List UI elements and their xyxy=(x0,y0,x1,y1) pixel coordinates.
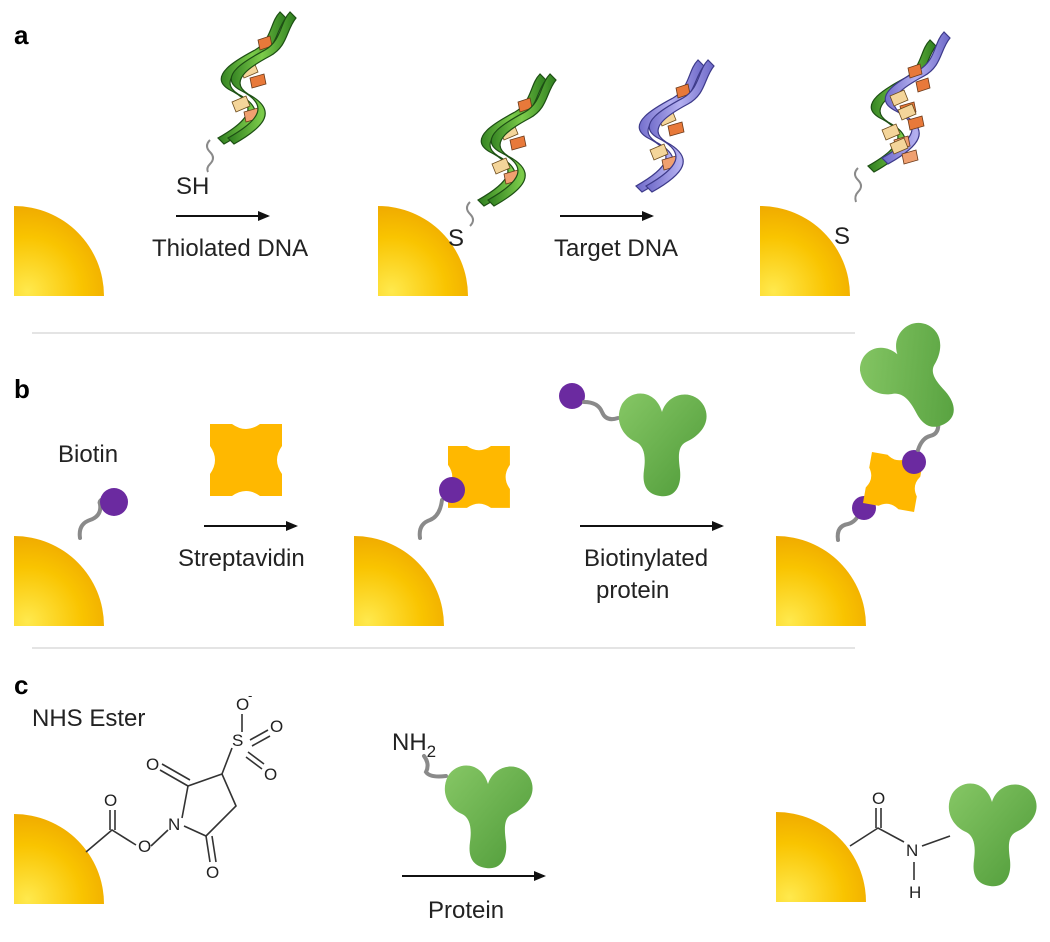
amide-bond-structure: O N H xyxy=(849,789,951,902)
biotin-icon xyxy=(100,488,128,516)
atom-o: O xyxy=(270,717,283,736)
amine-label: NH2 xyxy=(392,729,436,761)
step-label-protein: Protein xyxy=(428,897,504,924)
panel-b-letter: b xyxy=(14,374,30,404)
gold-nanoparticle-icon xyxy=(14,206,104,296)
atom-o: O xyxy=(138,837,151,856)
atom-o: O xyxy=(236,695,249,714)
biotin-icon xyxy=(902,450,926,474)
dna-linker xyxy=(206,139,214,173)
step-label-streptavidin: Streptavidin xyxy=(178,545,305,572)
atom-o: O xyxy=(206,863,219,882)
atom-n: N xyxy=(906,841,918,860)
protein-linker xyxy=(582,400,620,422)
atom-s: S xyxy=(232,731,243,750)
atom-o: O xyxy=(146,755,159,774)
biotinylated-protein-icon xyxy=(618,393,707,497)
atom-o: O xyxy=(264,765,277,784)
biotin-linker xyxy=(417,498,444,540)
biotin-label: Biotin xyxy=(58,441,118,468)
atom-n: N xyxy=(168,815,180,834)
sulfur-label: S xyxy=(834,223,850,250)
dna-linker xyxy=(466,201,474,227)
bound-protein-icon xyxy=(851,313,983,449)
gold-nanoparticle-icon xyxy=(776,536,866,626)
protein-linker xyxy=(916,418,941,452)
atom-h: H xyxy=(909,883,921,902)
panel-a-letter: a xyxy=(14,20,29,50)
step-label-biotinylated: Biotinylated xyxy=(584,545,708,572)
streptavidin-icon xyxy=(210,424,282,496)
bound-ssdna-icon xyxy=(477,73,557,207)
charge-minus: - xyxy=(248,688,252,703)
thiolated-dna-icon xyxy=(217,11,297,145)
amine-linker xyxy=(422,754,448,779)
panel-b: b Biotin Streptavidin Biotinylated prote… xyxy=(14,313,983,626)
hybridized-dna-icon xyxy=(867,31,951,173)
gold-nanoparticle-icon xyxy=(354,536,444,626)
gold-nanoparticle-icon xyxy=(14,814,104,904)
panel-c-letter: c xyxy=(14,670,28,700)
biotin-icon xyxy=(439,477,465,503)
step-label-thiolated-dna: Thiolated DNA xyxy=(152,235,308,262)
atom-o: O xyxy=(872,789,885,808)
target-dna-icon xyxy=(635,59,715,193)
biotin-icon xyxy=(559,383,585,409)
protein-icon xyxy=(444,765,533,869)
panel-a: a SH Thiolated DNA S Targ xyxy=(14,11,951,296)
atom-o: O xyxy=(104,791,117,810)
sulfur-label: S xyxy=(448,225,464,252)
gold-nanoparticle-icon xyxy=(760,206,850,296)
step-label-protein: protein xyxy=(596,577,669,604)
nhs-ester-label: NHS Ester xyxy=(32,705,145,732)
thiol-label: SH xyxy=(176,173,209,200)
step-label-target-dna: Target DNA xyxy=(554,235,678,262)
dna-linker xyxy=(854,167,862,203)
nhs-ester-structure: O O N O O S O - O O xyxy=(85,688,283,882)
gold-nanoparticle-icon xyxy=(14,536,104,626)
panel-c: c NHS Ester O O N O O S O xyxy=(14,670,1037,924)
gold-nanoparticle-icon xyxy=(776,812,866,902)
protein-icon xyxy=(948,783,1037,887)
